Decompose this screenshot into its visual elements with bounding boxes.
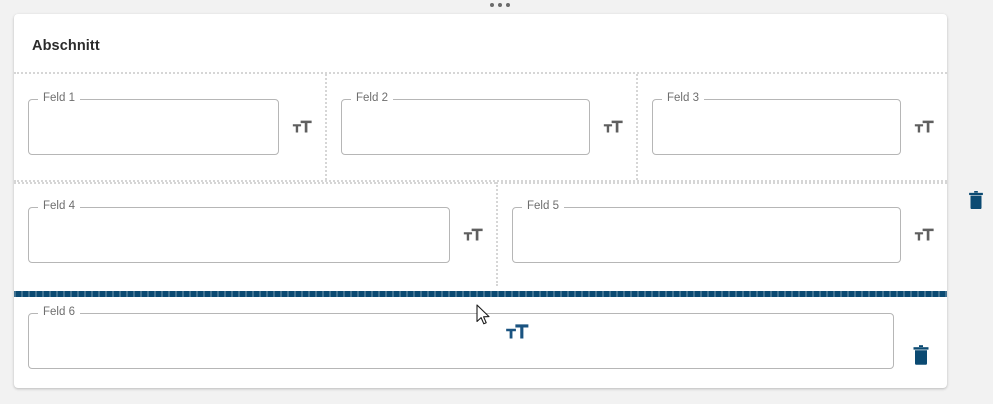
text-format-icon[interactable]: [913, 116, 935, 138]
text-field-input[interactable]: [512, 207, 901, 263]
drag-dot: [490, 3, 494, 7]
text-field[interactable]: Feld 5: [512, 200, 901, 263]
drop-indicator-texture: [14, 291, 947, 297]
text-field-input[interactable]: [28, 207, 450, 263]
field-row-1: Feld 1 Feld 2 Feld 3: [14, 72, 947, 182]
field-row-2: Feld 4 Feld 5: [14, 182, 947, 286]
text-field[interactable]: Feld 2: [341, 92, 590, 155]
field-cell[interactable]: Feld 4: [14, 182, 496, 286]
section-card: Abschnitt Feld 1 Feld 2: [14, 14, 947, 388]
field-cell[interactable]: Feld 3: [636, 74, 947, 180]
drop-position-indicator: [14, 291, 947, 297]
text-format-icon[interactable]: [462, 224, 484, 246]
text-field[interactable]: Feld 1: [28, 92, 279, 155]
text-field-input[interactable]: [341, 99, 590, 155]
delete-field-button[interactable]: [909, 343, 933, 367]
text-field[interactable]: Feld 3: [652, 92, 901, 155]
drag-dot: [498, 3, 502, 7]
field-cell[interactable]: Feld 5: [496, 182, 947, 286]
text-format-icon[interactable]: [504, 319, 530, 345]
text-field-label: Feld 5: [522, 200, 564, 213]
text-format-icon[interactable]: [291, 116, 313, 138]
text-field-input[interactable]: [28, 313, 894, 369]
text-field[interactable]: Feld 4: [28, 200, 450, 263]
text-field-label: Feld 2: [351, 92, 393, 105]
text-field-label: Feld 1: [38, 92, 80, 105]
field-cell[interactable]: Feld 6: [14, 294, 947, 388]
text-field-label: Feld 3: [662, 92, 704, 105]
text-field-label: Feld 4: [38, 200, 80, 213]
text-field-input[interactable]: [652, 99, 901, 155]
text-field[interactable]: Feld 6: [28, 306, 894, 369]
section-drag-handle[interactable]: [490, 0, 510, 10]
drag-dot: [506, 3, 510, 7]
field-row-3: Feld 6: [14, 294, 947, 388]
section-title: Abschnitt: [32, 38, 100, 54]
field-cell[interactable]: Feld 2: [325, 74, 636, 180]
text-field-label: Feld 6: [38, 306, 80, 319]
text-format-icon[interactable]: [913, 224, 935, 246]
text-format-icon[interactable]: [602, 116, 624, 138]
field-cell[interactable]: Feld 1: [14, 74, 325, 180]
delete-row-button[interactable]: [965, 189, 987, 211]
text-field-input[interactable]: [28, 99, 279, 155]
